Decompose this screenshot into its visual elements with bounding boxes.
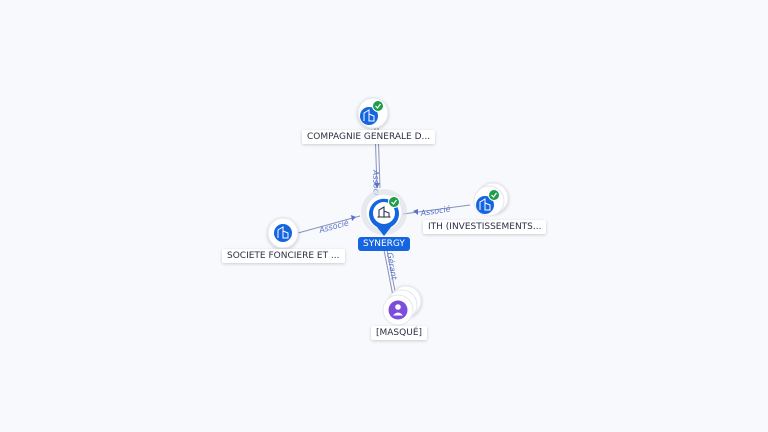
verified-badge-icon [388,196,400,208]
node-center[interactable] [361,189,407,236]
edge-bottom: Gérant [383,249,400,297]
node-label-left[interactable]: SOCIETE FONCIERE ET ... [222,249,345,263]
node-label-center[interactable]: SYNERGY [358,237,410,251]
edge-right: Associé [402,203,471,218]
edge-label-right: Associé [419,203,452,218]
arrow-icon [374,183,380,188]
node-right[interactable] [473,182,509,217]
verified-badge-icon [488,189,500,201]
edge-label-top: Associé [371,169,382,201]
node-label-top[interactable]: COMPAGNIE GENERALE D... [302,130,436,144]
building-icon [377,206,391,218]
node-top[interactable] [357,97,389,129]
node-label-bottom[interactable]: [MASQUÉ] [371,326,428,340]
arrow-icon [413,209,418,215]
arrow-icon [351,215,356,221]
person-icon [388,300,408,320]
edge-left: Associé [297,215,361,235]
node-bottom[interactable] [382,285,422,326]
edge-label-left: Associé [317,217,350,235]
node-label-right[interactable]: ITH (INVESTISSEMENTS... [423,220,547,234]
verified-badge-icon [372,100,384,112]
node-left[interactable] [267,217,299,249]
edge-label-bottom: Gérant [385,252,400,282]
